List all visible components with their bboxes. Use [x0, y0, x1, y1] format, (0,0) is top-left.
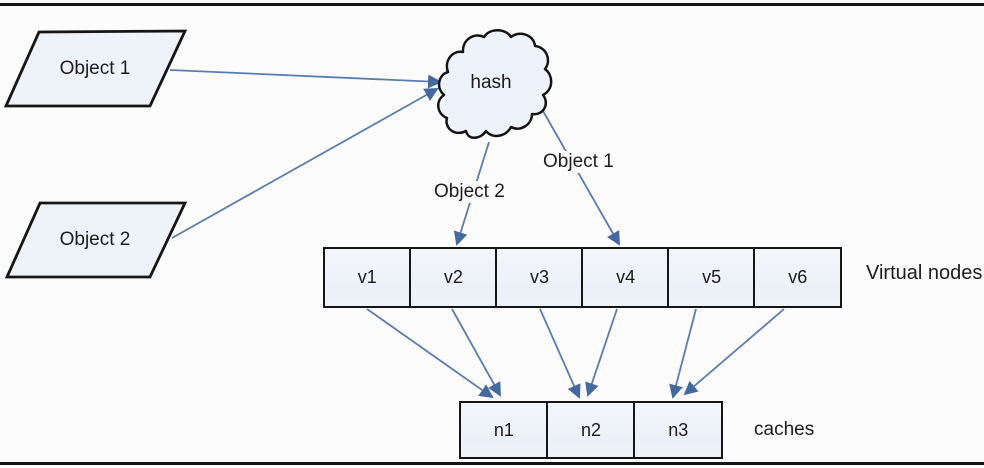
cache-n2: n2	[546, 401, 636, 459]
arrow-v3-to-n2	[539, 308, 581, 399]
arrow-object2-to-hash	[171, 88, 439, 239]
virtual-nodes-row: v1 v2 v3 v4 v5 v6	[323, 247, 843, 308]
virtual-node-v2: v2	[409, 247, 498, 308]
cache-n1: n1	[459, 401, 549, 459]
virtual-node-v5: v5	[667, 247, 756, 308]
object-1-label: Object 1	[59, 58, 131, 79]
virtual-node-v6: v6	[753, 247, 843, 308]
arrow-v4-to-n2	[585, 308, 618, 397]
arrow-v5-to-n3	[669, 308, 697, 399]
virtual-node-v1: v1	[323, 247, 412, 308]
arrow-v1-to-n1	[366, 308, 494, 399]
hash-label: hash	[470, 72, 512, 93]
arrow-object1-to-hash	[169, 69, 442, 89]
virtual-nodes-label: Virtual nodes	[866, 262, 983, 284]
caches-row: n1 n2 n3	[459, 401, 724, 459]
caches-label: caches	[754, 419, 815, 440]
cache-n3: n3	[633, 401, 724, 459]
arrow-v6-to-n3	[683, 308, 785, 396]
object-2-shape	[4, 201, 188, 279]
virtual-node-v3: v3	[495, 247, 584, 308]
object-1-shape	[3, 29, 188, 108]
virtual-node-v4: v4	[581, 247, 670, 308]
top-border-line	[0, 3, 984, 6]
edge-label-object-2: Object 2	[431, 181, 508, 203]
hash-cloud-shape	[437, 29, 553, 139]
arrow-v2-to-n1	[451, 308, 501, 397]
bottom-border-line	[0, 462, 984, 465]
edge-label-object-1: Object 1	[540, 151, 617, 173]
object-2-label: Object 2	[59, 229, 131, 250]
